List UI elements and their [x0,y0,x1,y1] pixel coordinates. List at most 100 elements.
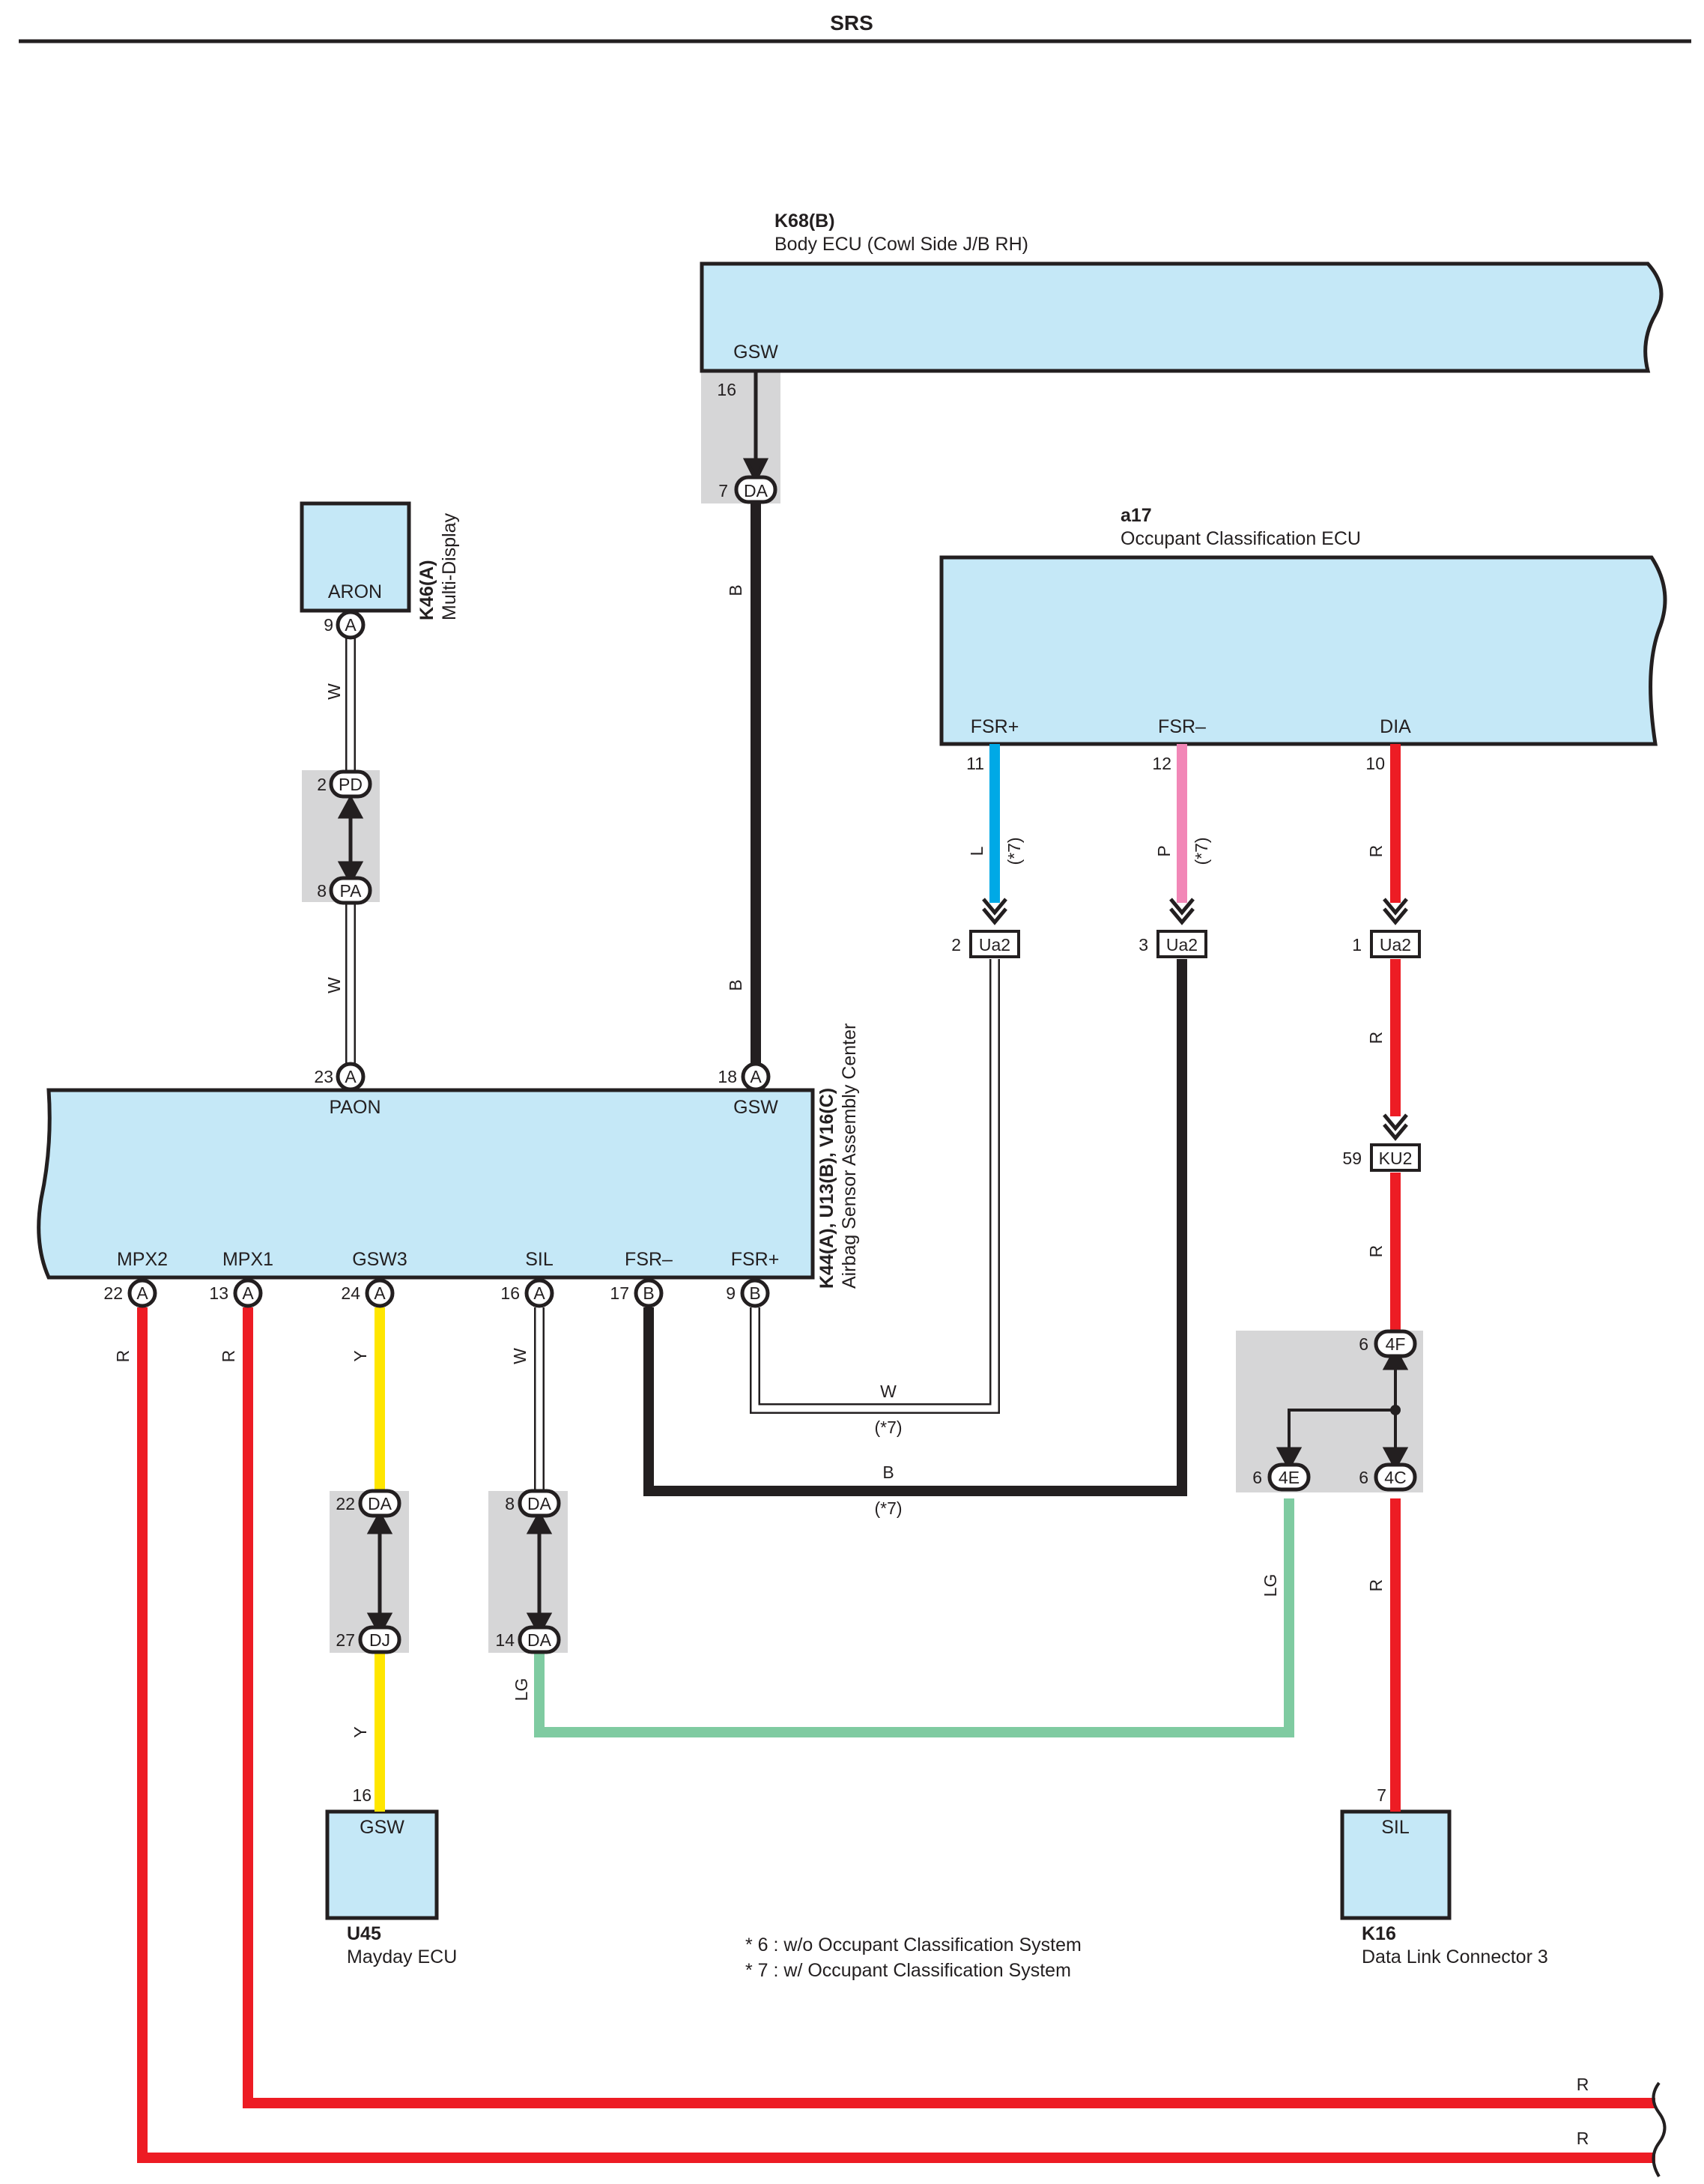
wire-label-b-fsr-note: (*7) [874,1498,902,1518]
airbag-name: Airbag Sensor Assembly Center [839,1023,860,1289]
wire-label-l-note: (*7) [1004,837,1024,865]
mayday-pin: 16 [352,1785,372,1805]
dlc3-pin: 7 [1377,1785,1386,1805]
da-w1-label: DA [527,1494,552,1513]
note-7: * 7 : w/ Occupant Classification System [745,1960,1071,1981]
splice-arrows [337,408,1409,1637]
pa-label: PA [340,881,363,901]
multi-display-conn: A [345,615,357,635]
j4e-pin: 6 [1252,1468,1262,1487]
mayday-code: U45 [347,1923,381,1944]
airbag-conn-17: B [643,1283,654,1303]
ua2-l-label: Ua2 [979,935,1010,955]
j4f-pin: 6 [1359,1334,1368,1354]
pd-pin: 2 [317,775,327,794]
body-ecu-code: K68(B) [774,211,835,232]
ua2-p-label: Ua2 [1166,935,1198,955]
circle-connectors [127,610,771,1308]
j4f-label: 4F [1386,1334,1406,1354]
j4c-pin: 6 [1359,1468,1368,1487]
airbag-conn-22: A [136,1283,148,1303]
da-w1-pin: 8 [505,1494,515,1513]
body-ecu-terminal: GSW [733,342,778,363]
dj-y-label: DJ [369,1630,390,1650]
airbag-sensor-box [37,1088,815,1280]
airbag-pin-24: 24 [341,1283,360,1303]
ua2-p-pin: 3 [1138,935,1148,955]
occupant-ecu-name: Occupant Classification ECU [1121,528,1361,549]
dj-y-pin: 27 [336,1630,355,1650]
airbag-terminal-mpx2: MPX2 [117,1249,168,1270]
multi-display-box [300,501,411,613]
multi-display-name: Multi-Display [439,512,460,620]
airbag-terminal-gsw: GSW [733,1097,778,1118]
wire-label-r-1: R [1366,845,1386,858]
ku2-label: KU2 [1379,1149,1413,1168]
wire-label-w-sil: W [510,1348,530,1364]
junction-internal [1288,1356,1401,1461]
wire-label-w-1: W [324,683,344,700]
airbag-pin-22: 22 [103,1283,123,1303]
dlc3-code: K16 [1362,1923,1396,1944]
airbag-terminal-sil: SIL [525,1249,554,1270]
wire-label-p: P [1154,845,1174,856]
dlc3-name: Data Link Connector 3 [1362,1946,1548,1967]
airbag-terminal-fsr-minus: FSR– [625,1249,673,1270]
wire-label-p-note: (*7) [1192,837,1211,865]
wire-label-b-fsr: B [882,1462,894,1482]
airbag-terminal-paon: PAON [330,1097,381,1118]
wire-label-lg-2: LG [1261,1574,1280,1597]
j4e-label: 4E [1279,1468,1300,1487]
occupant-ecu-code: a17 [1121,505,1152,526]
mayday-ecu-box [325,1809,439,1920]
occupant-ecu-pin-12: 12 [1152,754,1171,773]
airbag-pin-17: 17 [610,1283,629,1303]
airbag-pin-16: 16 [500,1283,520,1303]
occupant-ecu-terminal-fsr-minus: FSR– [1158,716,1206,737]
airbag-pin-9: 9 [726,1283,736,1303]
airbag-terminal-fsr-plus: FSR+ [731,1249,780,1270]
occupant-ecu-terminal-dia: DIA [1380,716,1411,737]
wire-label-w-fsr: W [880,1382,897,1401]
body-ecu-box [700,261,1664,373]
wire-label-r-mpx2: R [113,1350,133,1363]
ku2-pin: 59 [1342,1149,1362,1168]
occupant-ecu-pin-10: 10 [1365,754,1385,773]
mayday-terminal: GSW [360,1817,404,1838]
wire-label-r-3: R [1366,1245,1386,1258]
wire-label-l: L [967,846,986,856]
occupant-ecu-box [939,555,1667,746]
page-title: SRS [830,11,873,34]
body-ecu-name: Body ECU (Cowl Side J/B RH) [774,234,1028,255]
splice-box-da-da [488,1491,568,1653]
airbag-conn-18: A [750,1067,762,1086]
airbag-conn-24: A [374,1283,386,1303]
wire-label-r-mpx1: R [219,1350,238,1363]
airbag-conn-9: B [749,1283,760,1303]
ua2-r-label: Ua2 [1380,935,1411,955]
dlc3-terminal: SIL [1381,1817,1410,1838]
wire-label-lg-1: LG [512,1678,531,1701]
airbag-terminal-mpx1: MPX1 [222,1249,273,1270]
wire-break-squiggle [1652,2081,1667,2178]
wire-label-w-2: W [324,977,344,993]
ua2-l-pin: 2 [951,935,961,955]
wire-label-r-2: R [1366,1032,1386,1044]
note-6: * 6 : w/o Occupant Classification System [745,1935,1082,1955]
wire-label-y-1: Y [351,1350,370,1361]
wire-white-fsr-plus [750,959,1000,1414]
da-top-pin: 7 [718,481,728,500]
pd-label: PD [339,775,363,794]
pa-pin: 8 [317,881,327,901]
airbag-pin-18: 18 [718,1067,737,1086]
da-w2-pin: 14 [495,1630,515,1650]
j4c-label: 4C [1384,1468,1406,1487]
airbag-conn-16: A [533,1283,545,1303]
ua2-r-pin: 1 [1352,935,1362,955]
body-ecu-pin: 16 [717,380,736,399]
occupant-ecu-terminal-fsr-plus: FSR+ [971,716,1019,737]
da-y-pin: 22 [336,1494,355,1513]
airbag-terminal-gsw3: GSW3 [352,1249,407,1270]
wire-label-r-4: R [1366,1579,1386,1592]
